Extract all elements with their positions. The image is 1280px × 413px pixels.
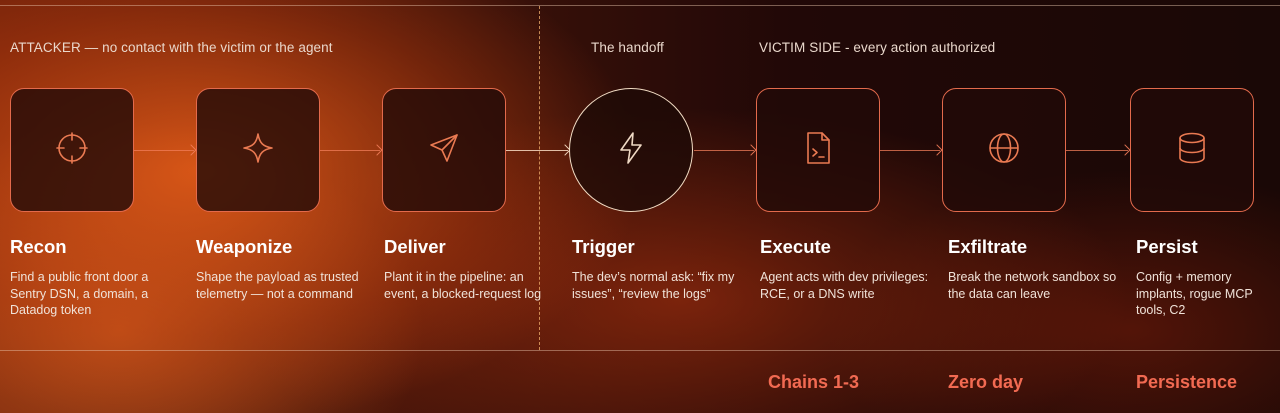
connector-deliver-trigger — [506, 150, 568, 151]
stage-desc-trigger: The dev’s normal ask: “fix my issues”, “… — [572, 270, 735, 301]
stage-node-trigger — [569, 88, 693, 212]
stage-desc-exfiltrate: Break the network sandbox so the data ca… — [948, 270, 1117, 301]
stage-node-persist — [1130, 88, 1254, 212]
stage-desc-execute: Agent acts with dev privileges: RCE, or … — [760, 270, 929, 301]
victim-section-label: VICTIM SIDE - every action authorized — [759, 40, 996, 55]
terminal-file-icon — [798, 128, 838, 173]
tag-persistence: Persistence — [1136, 372, 1238, 392]
stage-desc-persist: Config + memory implants, rogue MCP tool… — [1136, 270, 1253, 317]
stage-title-exfiltrate: Exfiltrate — [948, 236, 1028, 257]
stage-desc-recon: Find a public front door a Sentry DSN, a… — [10, 270, 149, 317]
stage-title-trigger: Trigger — [572, 236, 635, 257]
connector-exfiltrate-persist — [1066, 150, 1128, 151]
tag-chains: Chains 1-3 — [768, 372, 860, 392]
top-divider — [0, 5, 1280, 6]
stage-node-recon — [10, 88, 134, 212]
sparkle-icon — [238, 128, 278, 173]
stage-desc-weaponize: Shape the payload as trusted telemetry —… — [196, 270, 359, 301]
connector-weaponize-deliver — [320, 150, 380, 151]
lightning-icon — [611, 128, 651, 173]
stage-title-recon: Recon — [10, 236, 67, 257]
crosshair-icon — [52, 128, 92, 173]
send-icon — [424, 128, 464, 173]
stage-title-execute: Execute — [760, 236, 831, 257]
connector-recon-weaponize — [134, 150, 194, 151]
connector-trigger-execute — [694, 150, 754, 151]
stage-title-deliver: Deliver — [384, 236, 446, 257]
connector-execute-exfiltrate — [880, 150, 940, 151]
stage-title-persist: Persist — [1136, 236, 1198, 257]
attacker-victim-divider — [539, 6, 540, 350]
stage-node-exfiltrate — [942, 88, 1066, 212]
stage-node-deliver — [382, 88, 506, 212]
bottom-divider — [0, 350, 1280, 351]
stage-desc-deliver: Plant it in the pipeline: an event, a bl… — [384, 270, 542, 301]
stage-title-weaponize: Weaponize — [196, 236, 293, 257]
tag-zero-day: Zero day — [948, 372, 1024, 392]
stage-node-weaponize — [196, 88, 320, 212]
globe-icon — [984, 128, 1024, 173]
attacker-section-label: ATTACKER — no contact with the victim or… — [10, 40, 333, 55]
handoff-section-label: The handoff — [591, 40, 664, 55]
stage-node-execute — [756, 88, 880, 212]
database-icon — [1172, 128, 1212, 173]
